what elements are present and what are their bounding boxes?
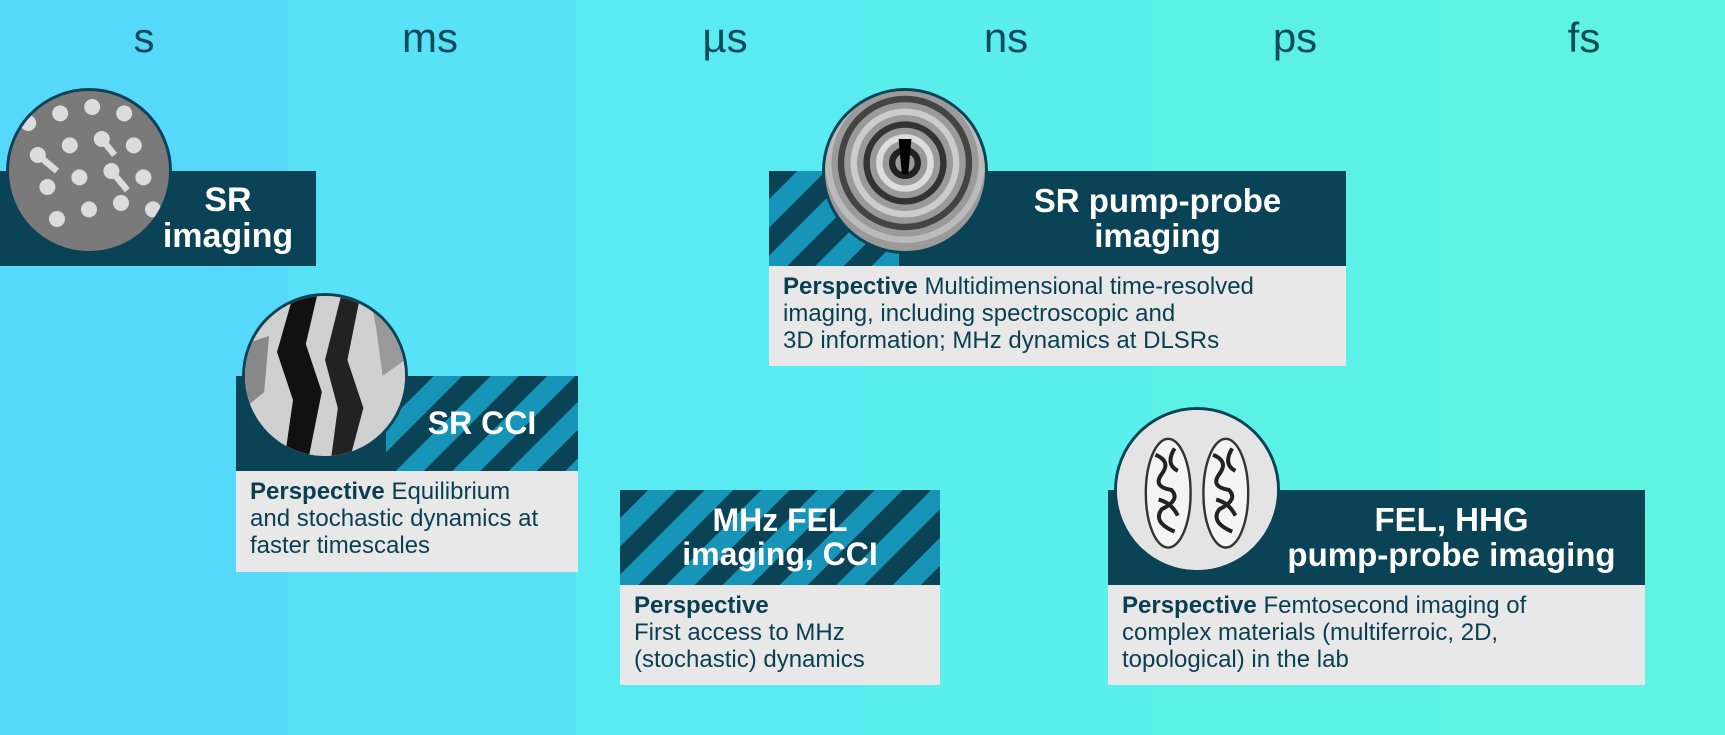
fel-hhg-perspective: Perspective Femtosecond imaging of compl…	[1108, 585, 1645, 685]
sr-cci-banner: SR CCI	[236, 376, 578, 471]
mhz-fel-perspective: Perspective First access to MHz (stochas…	[620, 585, 940, 685]
domain-pattern-micrograph-icon	[242, 293, 408, 459]
mhz-fel-perspective-line1: First access to MHz	[634, 618, 845, 646]
ring-pattern-micrograph-icon	[822, 88, 988, 254]
fel-hhg-perspective-line1: Femtosecond imaging of	[1263, 592, 1527, 619]
sr-pump-probe-perspective-line1: Multidimensional time-resolved	[924, 273, 1254, 300]
timescale-s: s	[133, 14, 155, 61]
fel-hhg-perspective-line2: complex materials (multiferroic, 2D,	[1122, 618, 1499, 646]
fel-hhg-perspective-label: Perspective	[1122, 592, 1257, 619]
sr-imaging-title-line2: imaging	[162, 216, 294, 255]
sr-pump-probe-perspective-line2: imaging, including spectroscopic and	[783, 299, 1176, 327]
fel-hhg-perspective-line3: topological) in the lab	[1122, 645, 1349, 673]
sr-cci-perspective: Perspective Equilibrium and stochastic d…	[236, 471, 578, 572]
fel-hhg-title-line2: pump-probe imaging	[1287, 535, 1616, 573]
timescale-fs: fs	[1567, 14, 1601, 61]
mhz-fel-perspective-label: Perspective	[634, 592, 769, 619]
sr-pump-probe-perspective-label: Perspective	[783, 273, 918, 300]
sr-cci-perspective-line2: and stochastic dynamics at	[250, 504, 539, 532]
lattice-micrograph-icon	[6, 88, 172, 254]
labyrinth-domain-micrograph-icon	[1114, 407, 1280, 573]
sr-pump-probe-perspective-line3: 3D information; MHz dynamics at DLSRs	[783, 326, 1220, 354]
sr-cci-perspective-line1: Equilibrium	[391, 478, 511, 505]
mhz-fel-title-line1: MHz FEL	[712, 501, 848, 538]
sr-cci-title: SR CCI	[427, 404, 537, 441]
fel-hhg-title-line1: FEL, HHG	[1374, 500, 1529, 538]
sr-cci-perspective-label: Perspective	[250, 478, 385, 505]
sr-pump-probe-title-line1: SR pump-probe	[1033, 181, 1282, 219]
mhz-fel-title-line2: imaging, CCI	[682, 535, 878, 572]
timescale-ps: ps	[1272, 14, 1318, 61]
timescale-ns: ns	[983, 14, 1029, 61]
mhz-fel-banner: MHz FEL imaging, CCI	[620, 490, 940, 585]
timescale-ms: ms	[402, 14, 458, 61]
sr-pump-probe-banner: SR pump-probe imaging	[769, 171, 1346, 266]
sr-pump-probe-title-line2: imaging	[1094, 216, 1221, 254]
sr-imaging-title-line1: SR	[204, 180, 252, 219]
sr-cci-perspective-line3: faster timescales	[250, 531, 431, 559]
timescale-us: µs	[702, 14, 748, 61]
mhz-fel-perspective-line2: (stochastic) dynamics	[634, 645, 865, 673]
sr-pump-probe-perspective: Perspective Multidimensional time-resolv…	[769, 266, 1346, 366]
